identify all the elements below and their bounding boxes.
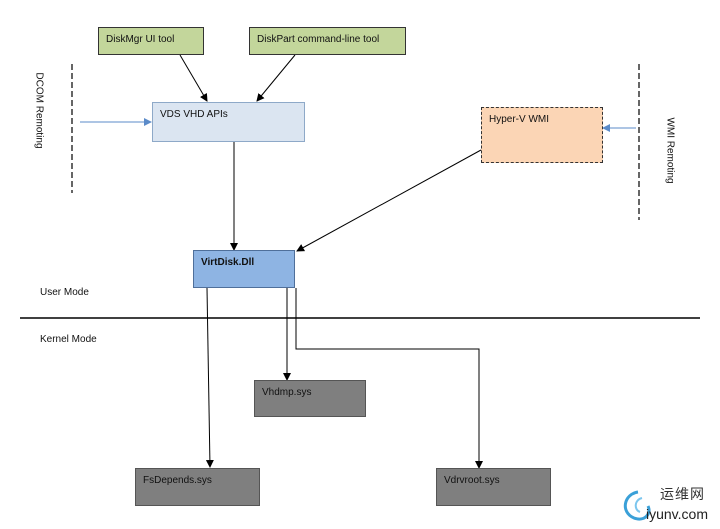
wmi-remoting-label: WMI Remoting <box>664 117 676 184</box>
kernel-mode-label: Kernel Mode <box>40 334 97 345</box>
vdrvroot-node: Vdrvroot.sys <box>436 468 551 506</box>
vhdmp-node: Vhdmp.sys <box>254 380 366 417</box>
virtdisk-label: VirtDisk.Dll <box>201 257 255 268</box>
dcom-remoting-label: DCOM Remoting <box>33 72 45 149</box>
diskpart-label: DiskPart command-line tool <box>257 34 380 45</box>
virtdisk-to-fsdepends-arrow <box>205 287 214 468</box>
virtdisk-node: VirtDisk.Dll <box>193 250 295 288</box>
diskmgr-to-vds-arrow <box>179 54 208 102</box>
watermark-swirl-icon <box>623 490 651 521</box>
diskpart-node: DiskPart command-line tool <box>249 27 406 55</box>
fsdepends-node: FsDepends.sys <box>135 468 260 506</box>
virtdisk-to-vdrvroot-arrow <box>295 288 483 469</box>
fsdepends-label: FsDepends.sys <box>143 475 212 486</box>
hyperv-label: Hyper-V WMI <box>489 114 549 125</box>
diskpart-to-vds-arrow <box>256 54 296 102</box>
diskmgr-label: DiskMgr UI tool <box>106 34 175 45</box>
vds-label: VDS VHD APIs <box>160 109 228 120</box>
vds-node: VDS VHD APIs <box>152 102 305 142</box>
vhdmp-label: Vhdmp.sys <box>262 387 312 398</box>
user-mode-label: User Mode <box>40 287 89 298</box>
hyperv-node: Hyper-V WMI <box>481 107 603 163</box>
vdrvroot-label: Vdrvroot.sys <box>444 475 500 486</box>
watermark-url-text: iyunv.com <box>646 506 708 522</box>
watermark-logo: 运维网 iyunv.com <box>616 478 720 526</box>
watermark-cn-text: 运维网 <box>660 486 705 502</box>
hyperv-to-virtdisk-arrow <box>296 149 482 252</box>
diskmgr-node: DiskMgr UI tool <box>98 27 204 55</box>
